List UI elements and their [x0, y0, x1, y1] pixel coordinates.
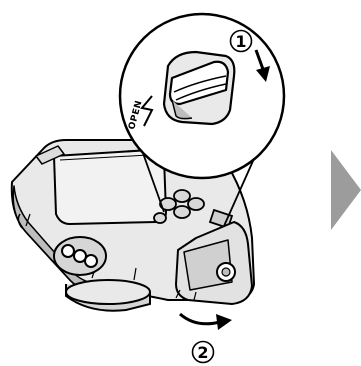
step1-marker: 1	[231, 31, 252, 52]
next-arrow-icon	[331, 150, 361, 230]
step1-number: 1	[235, 32, 246, 51]
step2-marker: 2	[193, 342, 214, 363]
step2-number: 2	[197, 343, 208, 362]
lock-knob	[164, 52, 234, 124]
step2-arrow	[180, 314, 232, 330]
